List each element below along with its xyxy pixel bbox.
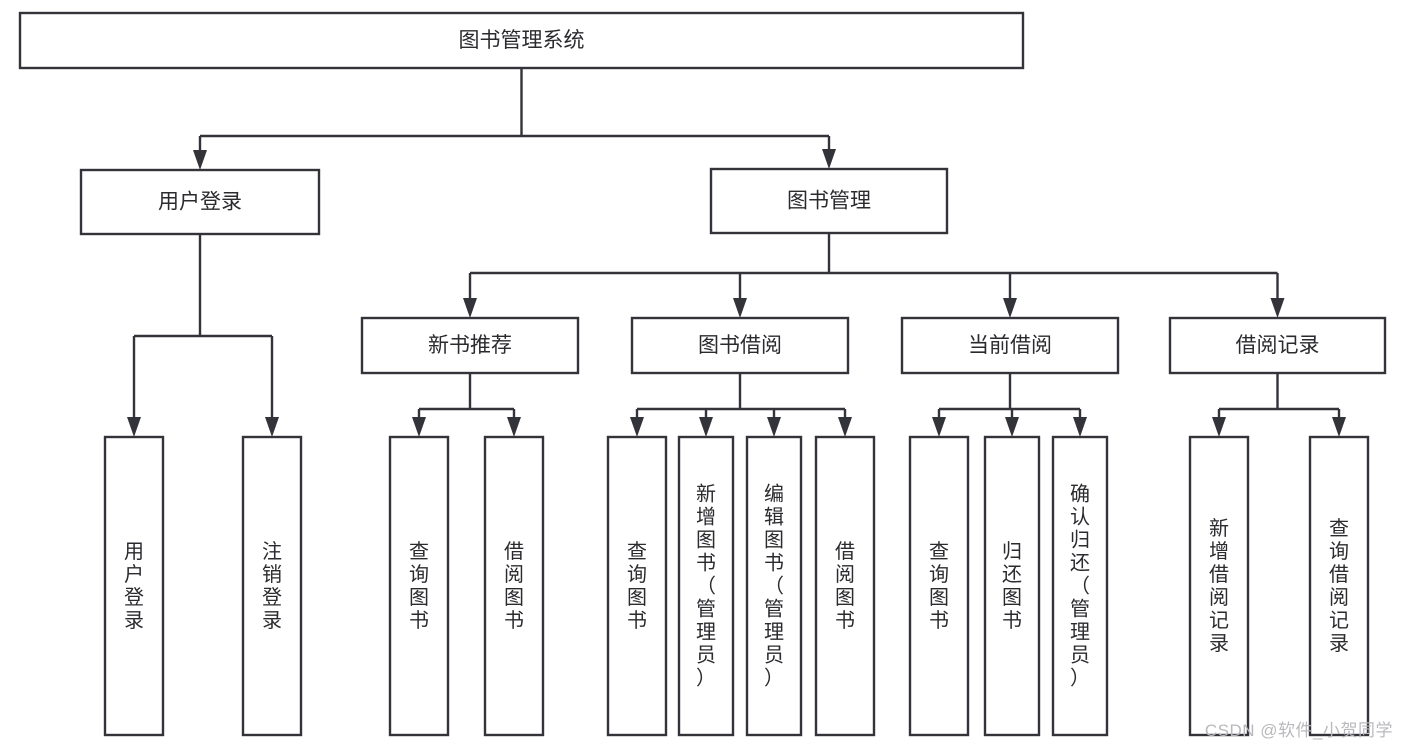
arrow-head	[1270, 298, 1285, 318]
node-query-borrow-record-box[interactable]	[1308, 435, 1370, 737]
node-query-book-1[interactable]: 查询图书	[388, 435, 450, 737]
arrow-head	[767, 417, 781, 437]
node-user-login-do-label: 用户登录	[124, 541, 144, 632]
node-borrow-record-box[interactable]	[1168, 316, 1387, 375]
arrow-head	[412, 417, 426, 437]
node-user-login-do[interactable]: 用户登录	[103, 435, 165, 737]
arrow-head	[932, 417, 946, 437]
node-root-box[interactable]	[18, 11, 1025, 70]
node-confirm-return-admin[interactable]: 确认归还（管理员）	[1051, 435, 1109, 737]
node-borrow-book-2-label: 借阅图书	[835, 540, 855, 632]
arrow-head	[699, 417, 713, 437]
arrow-head	[1005, 417, 1019, 437]
node-add-borrow-record[interactable]: 新增借阅记录	[1188, 435, 1250, 737]
node-add-borrow-record-box[interactable]	[1188, 435, 1250, 737]
node-edit-book-admin-label: 编辑图书（管理员）	[764, 482, 784, 689]
node-new-book-recommend-box[interactable]	[360, 316, 580, 375]
node-return-book[interactable]: 归还图书	[983, 435, 1041, 737]
node-query-book-1-box[interactable]	[388, 435, 450, 737]
node-query-book-3-box[interactable]	[908, 435, 970, 737]
node-new-book-recommend-label: 新书推荐	[428, 334, 512, 357]
node-new-book-recommend[interactable]: 新书推荐	[360, 316, 580, 375]
node-return-book-label: 归还图书	[1002, 540, 1022, 632]
node-borrow-record-label: 借阅记录	[1236, 334, 1320, 357]
node-return-book-box[interactable]	[983, 435, 1041, 737]
node-query-book-2[interactable]: 查询图书	[606, 435, 668, 737]
node-edit-book-admin-box[interactable]	[745, 435, 803, 737]
node-add-book-admin[interactable]: 新增图书（管理员）	[677, 435, 735, 737]
node-confirm-return-admin-box[interactable]	[1051, 435, 1109, 737]
node-query-book-2-label: 查询图书	[627, 540, 647, 632]
node-borrow-book-1-box[interactable]	[483, 435, 545, 737]
node-book-borrow[interactable]: 图书借阅	[630, 316, 850, 375]
node-layer: 图书管理系统用户登录图书管理新书推荐图书借阅当前借阅借阅记录用户登录注销登录查询…	[18, 11, 1387, 737]
node-borrow-book-1[interactable]: 借阅图书	[483, 435, 545, 737]
arrow-head	[822, 149, 836, 169]
node-edit-book-admin[interactable]: 编辑图书（管理员）	[745, 435, 803, 737]
node-root[interactable]: 图书管理系统	[18, 11, 1025, 70]
arrow-head	[1332, 417, 1346, 437]
node-book-manage-box[interactable]	[709, 167, 949, 235]
node-user-login[interactable]: 用户登录	[79, 168, 321, 236]
node-borrow-book-1-label: 借阅图书	[504, 540, 524, 632]
arrow-head	[193, 150, 207, 170]
arrow-head	[507, 417, 521, 437]
node-user-logout[interactable]: 注销登录	[241, 435, 303, 737]
connector-layer	[127, 68, 1346, 437]
arrow-head	[265, 417, 279, 437]
node-confirm-return-admin-label: 确认归还（管理员）	[1070, 482, 1090, 689]
node-user-login-box[interactable]	[79, 168, 321, 236]
node-book-borrow-label: 图书借阅	[698, 334, 782, 357]
node-query-borrow-record-label: 查询借阅记录	[1329, 517, 1349, 655]
node-query-book-3-label: 查询图书	[929, 540, 949, 632]
arrow-head	[1003, 298, 1017, 318]
arrow-head	[1073, 417, 1087, 437]
arrow-head	[127, 417, 141, 437]
node-current-borrow-label: 当前借阅	[968, 334, 1052, 357]
node-user-logout-box[interactable]	[241, 435, 303, 737]
node-book-manage-label: 图书管理	[787, 190, 871, 213]
node-user-login-do-box[interactable]	[103, 435, 165, 737]
node-add-book-admin-box[interactable]	[677, 435, 735, 737]
watermark-label: CSDN @软件_小贺同学	[1204, 721, 1393, 740]
node-current-borrow-box[interactable]	[900, 316, 1120, 375]
node-user-login-label: 用户登录	[158, 191, 242, 214]
node-book-borrow-box[interactable]	[630, 316, 850, 375]
node-query-book-3[interactable]: 查询图书	[908, 435, 970, 737]
node-root-label: 图书管理系统	[459, 29, 585, 52]
node-query-book-2-box[interactable]	[606, 435, 668, 737]
arrow-head	[1212, 417, 1226, 437]
node-add-borrow-record-label: 新增借阅记录	[1209, 517, 1229, 655]
arrow-head	[733, 298, 747, 318]
arrow-head	[630, 417, 644, 437]
node-query-borrow-record[interactable]: 查询借阅记录	[1308, 435, 1370, 737]
arrow-head	[838, 417, 852, 437]
node-borrow-book-2-box[interactable]	[814, 435, 876, 737]
node-add-book-admin-label: 新增图书（管理员）	[696, 482, 716, 689]
node-current-borrow[interactable]: 当前借阅	[900, 316, 1120, 375]
node-borrow-record[interactable]: 借阅记录	[1168, 316, 1387, 375]
node-user-logout-label: 注销登录	[262, 540, 282, 632]
node-book-manage[interactable]: 图书管理	[709, 167, 949, 235]
node-query-book-1-label: 查询图书	[409, 540, 429, 632]
node-borrow-book-2[interactable]: 借阅图书	[814, 435, 876, 737]
arrow-head	[463, 298, 477, 318]
